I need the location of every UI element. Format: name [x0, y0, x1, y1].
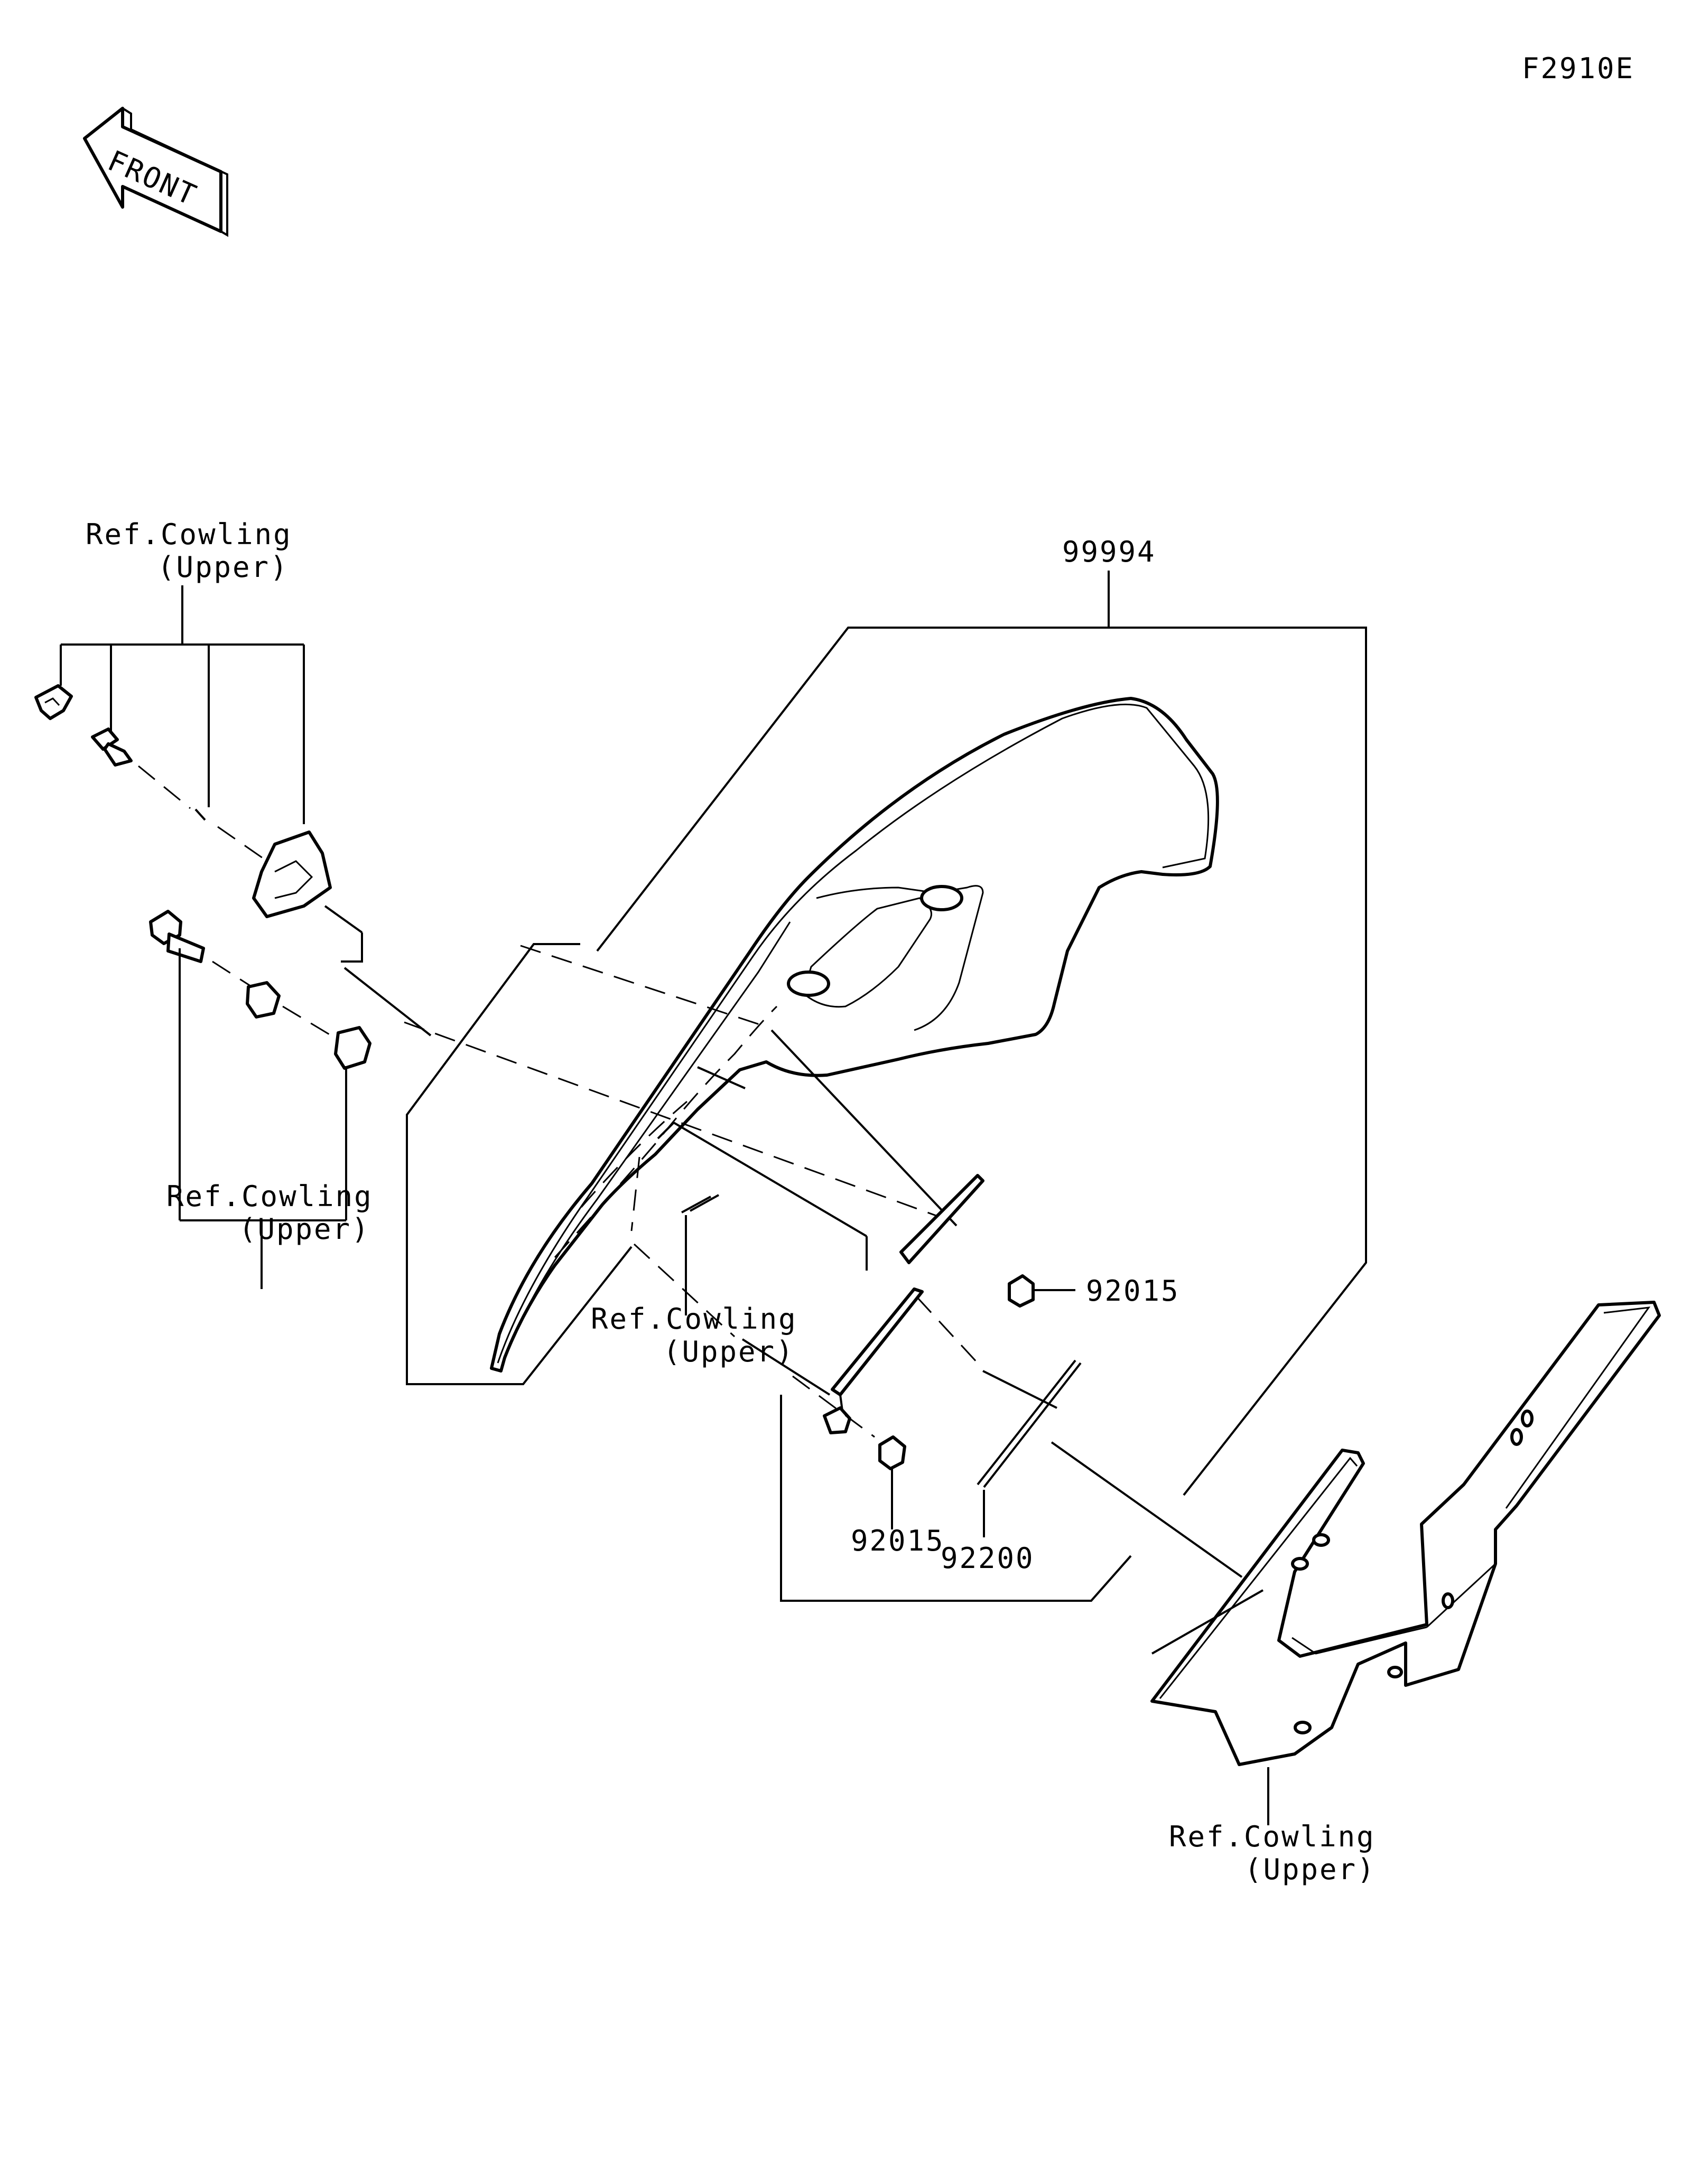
nut-lower: 92015	[792, 1375, 945, 1557]
nut-upper: 92015	[770, 1029, 1180, 1308]
ref-cowling-sublabel: (Upper)	[663, 1335, 795, 1368]
ref-cowling-label: Ref.Cowling	[591, 1302, 797, 1336]
rubber-mount-icon	[252, 830, 332, 918]
washer-number: 92200	[941, 1542, 1035, 1575]
ref-cowling-bottom-right: Ref.Cowling (Upper)	[1169, 1767, 1376, 1886]
front-arrow-icon: FRONT	[83, 107, 228, 237]
ref-cowling-label: Ref.Cowling	[1169, 1820, 1376, 1853]
ref-cowling-mid-left-line2: (Upper)	[239, 1212, 370, 1246]
cowling-bracket-part	[1150, 1301, 1661, 1766]
kit-part-number: 99994	[1062, 535, 1156, 568]
clip-icon	[34, 684, 73, 720]
screw-icon	[91, 727, 133, 767]
ref-cowling-label: Ref.Cowling	[86, 518, 292, 551]
ref-cowling-mid-left: Ref.Cowling	[149, 910, 373, 1289]
washer-thin-mark	[194, 808, 206, 821]
ref-cowling-center: Ref.Cowling (Upper)	[591, 1194, 797, 1368]
ref-cowling-top-left: Ref.Cowling (Upper)	[60, 518, 305, 824]
kit-bracket: 99994	[406, 535, 1367, 1496]
washer-strip: 92200	[941, 1359, 1082, 1575]
ref-cowling-sublabel: (Upper)	[1244, 1853, 1376, 1886]
ref-cowling-sublabel: (Upper)	[157, 550, 289, 584]
mount-plate	[657, 1121, 1057, 1434]
windscreen-part	[490, 697, 1219, 1373]
nut-upper-number: 92015	[1086, 1274, 1180, 1308]
diagram-code: F2910E	[1522, 52, 1634, 85]
nut-lower-number: 92015	[851, 1524, 945, 1557]
ref-cowling-label: Ref.Cowling	[166, 1180, 373, 1213]
